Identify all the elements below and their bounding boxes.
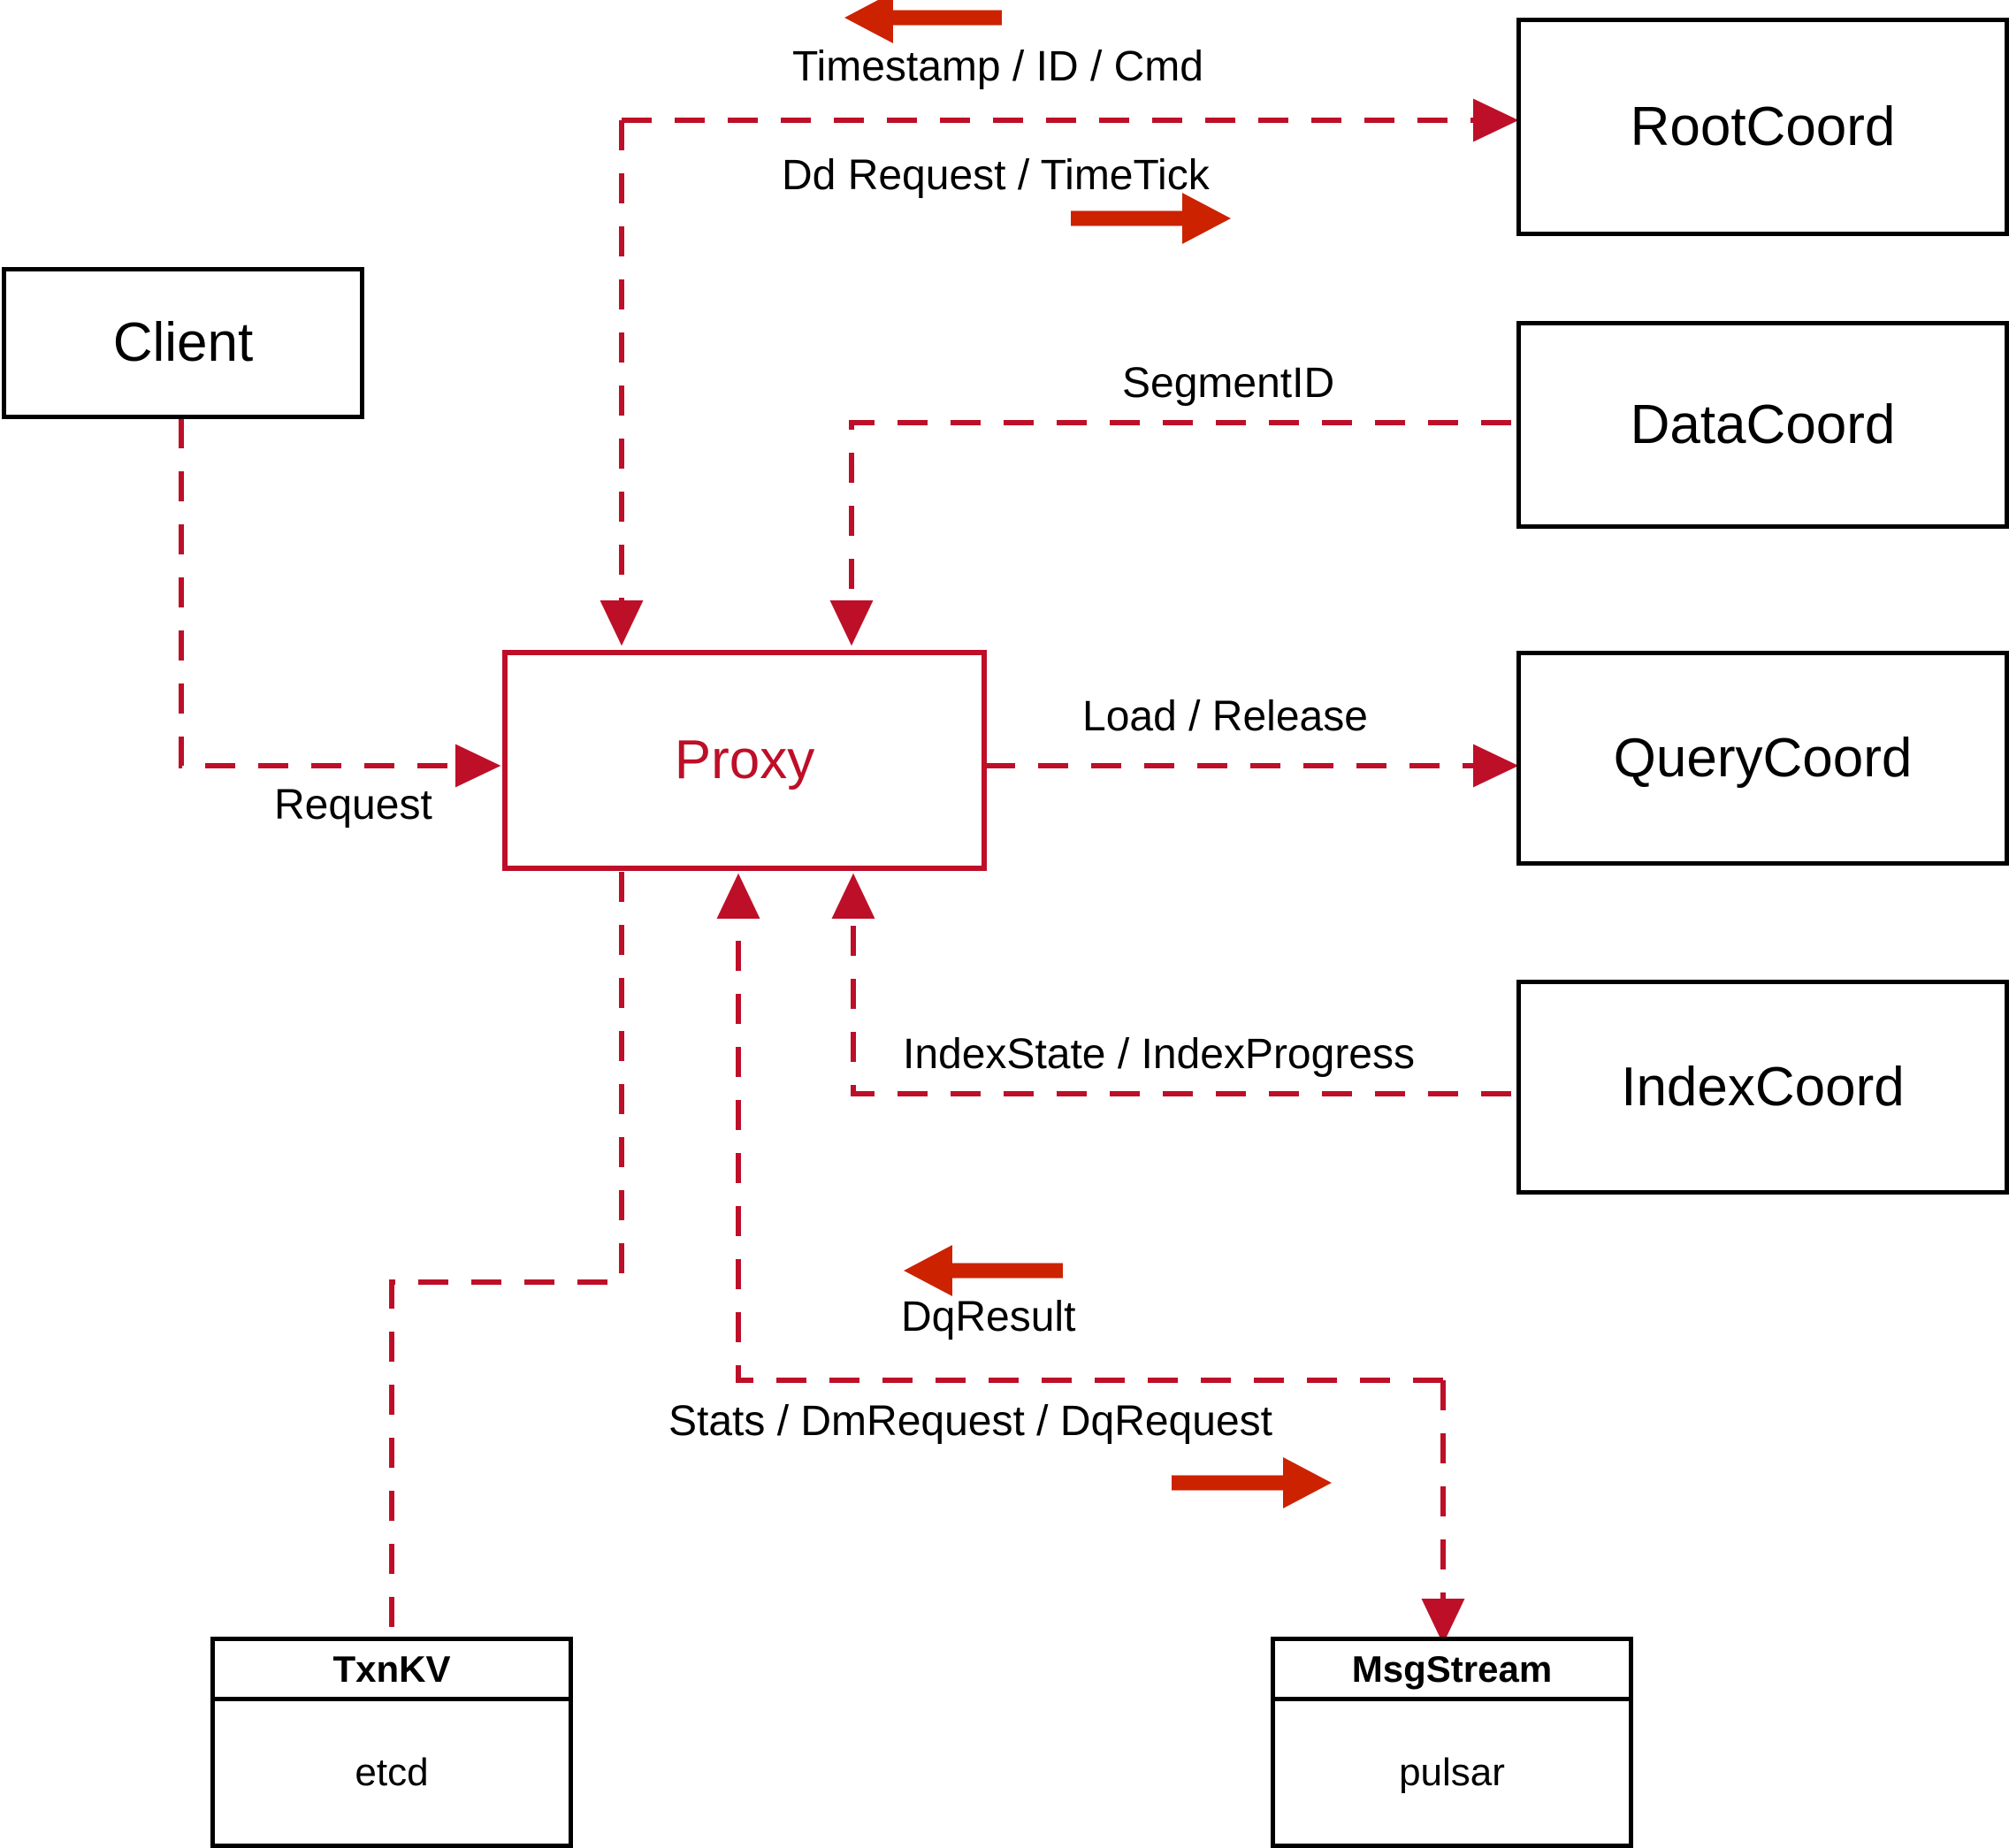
edge-proxy-to-txnkv: [389, 872, 624, 1637]
node-datacoord[interactable]: DataCoord: [1516, 321, 2009, 529]
edge-msgstream-to-proxy: [716, 873, 1443, 1383]
node-indexcoord[interactable]: IndexCoord: [1516, 980, 2009, 1195]
node-msgstream[interactable]: MsgStream pulsar: [1271, 1637, 1633, 1848]
node-txnkv[interactable]: TxnKV etcd: [210, 1637, 573, 1848]
node-datacoord-label: DataCoord: [1630, 393, 1896, 455]
node-rootcoord[interactable]: RootCoord: [1516, 18, 2009, 236]
node-msgstream-header: MsgStream: [1275, 1641, 1629, 1701]
legend-arrow-timestamp-left: [844, 0, 1002, 43]
node-querycoord-label: QueryCoord: [1613, 727, 1913, 789]
edge-label-index-state-progress: IndexState / IndexProgress: [903, 1031, 1415, 1078]
legend-arrow-stats-right: [1172, 1457, 1332, 1508]
edge-client-to-proxy: [179, 418, 501, 788]
edge-label-load-release: Load / Release: [1082, 693, 1368, 740]
node-txnkv-body-label: etcd: [355, 1750, 429, 1794]
node-indexcoord-label: IndexCoord: [1621, 1056, 1905, 1118]
node-msgstream-body: pulsar: [1275, 1701, 1629, 1844]
edge-indexcoord-to-proxy: [831, 873, 1511, 1096]
edge-label-timestamp-id-cmd: Timestamp / ID / Cmd: [792, 43, 1203, 90]
node-rootcoord-label: RootCoord: [1630, 95, 1896, 157]
node-client-label: Client: [112, 312, 254, 373]
node-txnkv-body: etcd: [215, 1701, 569, 1844]
node-txnkv-header: TxnKV: [215, 1641, 569, 1701]
node-proxy-label: Proxy: [674, 729, 815, 790]
node-client[interactable]: Client: [2, 267, 364, 419]
node-proxy[interactable]: Proxy: [502, 650, 987, 871]
node-txnkv-header-label: TxnKV: [332, 1647, 451, 1690]
edge-label-request: Request: [274, 782, 432, 829]
edge-label-stats-dm-dq-request: Stats / DmRequest / DqRequest: [668, 1398, 1272, 1445]
edge-datacoord-to-proxy: [829, 420, 1511, 646]
edge-label-dd-request-timetick: Dd Request / TimeTick: [782, 152, 1210, 199]
edge-label-dq-result: DqResult: [901, 1294, 1076, 1340]
node-msgstream-body-label: pulsar: [1399, 1750, 1505, 1794]
edge-label-segment-id: SegmentID: [1122, 360, 1335, 407]
legend-arrow-dqresult-left: [904, 1245, 1063, 1296]
node-querycoord[interactable]: QueryCoord: [1516, 651, 2009, 866]
node-msgstream-header-label: MsgStream: [1351, 1647, 1553, 1690]
legend-arrow-ddrequest-right: [1071, 193, 1231, 244]
